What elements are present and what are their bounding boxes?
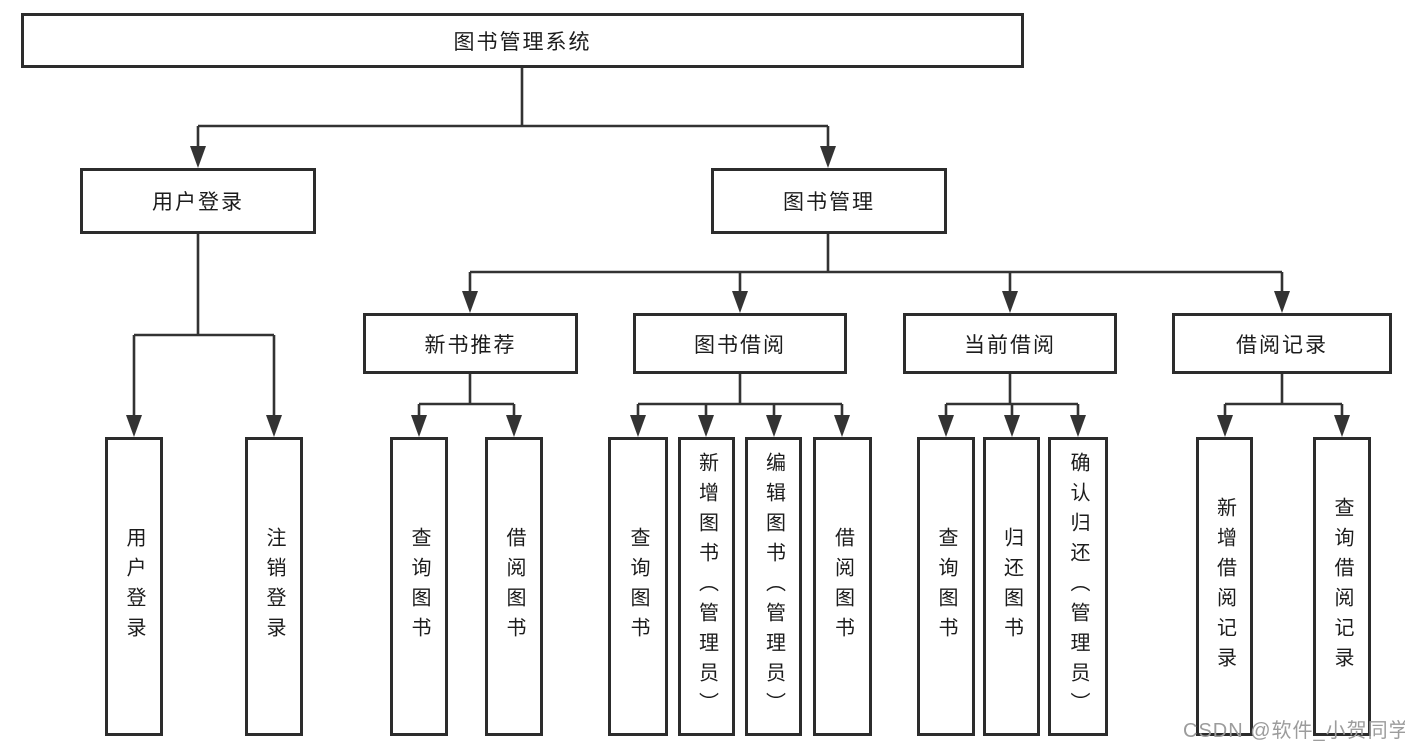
leaf-add-books-admin: 新增图书（管理员） [678, 437, 735, 736]
leaf-query-books-current: 查询图书 [917, 437, 975, 736]
leaf-borrow-books-recommend: 借阅图书 [485, 437, 543, 736]
leaf-add-borrow-record: 新增借阅记录 [1196, 437, 1253, 736]
leaf-borrow-books-borrow: 借阅图书 [813, 437, 872, 736]
node-borrow-records: 借阅记录 [1172, 313, 1392, 374]
leaf-query-books-recommend: 查询图书 [390, 437, 448, 736]
node-user-login: 用户登录 [80, 168, 316, 234]
node-new-book-recommend: 新书推荐 [363, 313, 578, 374]
node-root: 图书管理系统 [21, 13, 1024, 68]
leaf-logout: 注销登录 [245, 437, 303, 736]
leaf-return-books: 归还图书 [983, 437, 1040, 736]
leaf-confirm-return-admin: 确认归还（管理员） [1048, 437, 1108, 736]
node-current-borrow: 当前借阅 [903, 313, 1117, 374]
leaf-query-books-borrow: 查询图书 [608, 437, 668, 736]
node-book-borrow: 图书借阅 [633, 313, 847, 374]
csdn-watermark: CSDN @软件_小贺同学 [1183, 720, 1405, 742]
node-book-management: 图书管理 [711, 168, 947, 234]
leaf-edit-books-admin: 编辑图书（管理员） [745, 437, 802, 736]
leaf-user-login: 用户登录 [105, 437, 163, 736]
leaf-query-borrow-record: 查询借阅记录 [1313, 437, 1371, 736]
